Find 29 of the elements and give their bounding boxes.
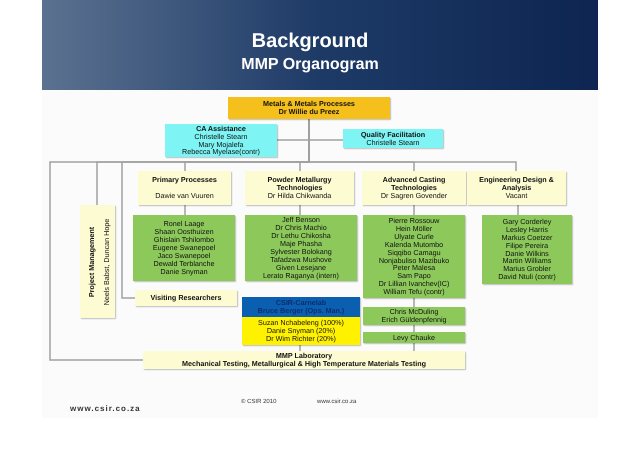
group-box (245, 171, 354, 205)
connector-line (517, 205, 519, 215)
lab-box (242, 297, 360, 317)
assistance-box (165, 124, 277, 157)
staff-box (363, 307, 465, 325)
staff-box (242, 317, 360, 345)
staff-box (363, 332, 465, 343)
facilitation-box (343, 129, 443, 148)
staff-box (245, 215, 357, 281)
connector-line (413, 325, 415, 332)
connector-line (299, 205, 301, 215)
researchers-box (135, 290, 237, 306)
staff-box (363, 215, 465, 298)
connector-line (413, 205, 415, 215)
staff-box (133, 215, 235, 281)
division-box (228, 97, 390, 119)
footer-url: www.csir.co.za (70, 404, 141, 413)
slide-subtitle: MMP Organogram (240, 56, 380, 74)
connector-line (413, 343, 415, 351)
connector-line (413, 298, 415, 307)
group-box (362, 171, 466, 205)
group-box (138, 171, 231, 205)
connector-line (184, 205, 186, 215)
staff-box (482, 215, 572, 284)
group-box (467, 171, 566, 205)
laboratory-box (143, 351, 465, 369)
project-box (80, 205, 115, 318)
connector-line (299, 345, 301, 351)
slide-title: Background (250, 30, 370, 53)
